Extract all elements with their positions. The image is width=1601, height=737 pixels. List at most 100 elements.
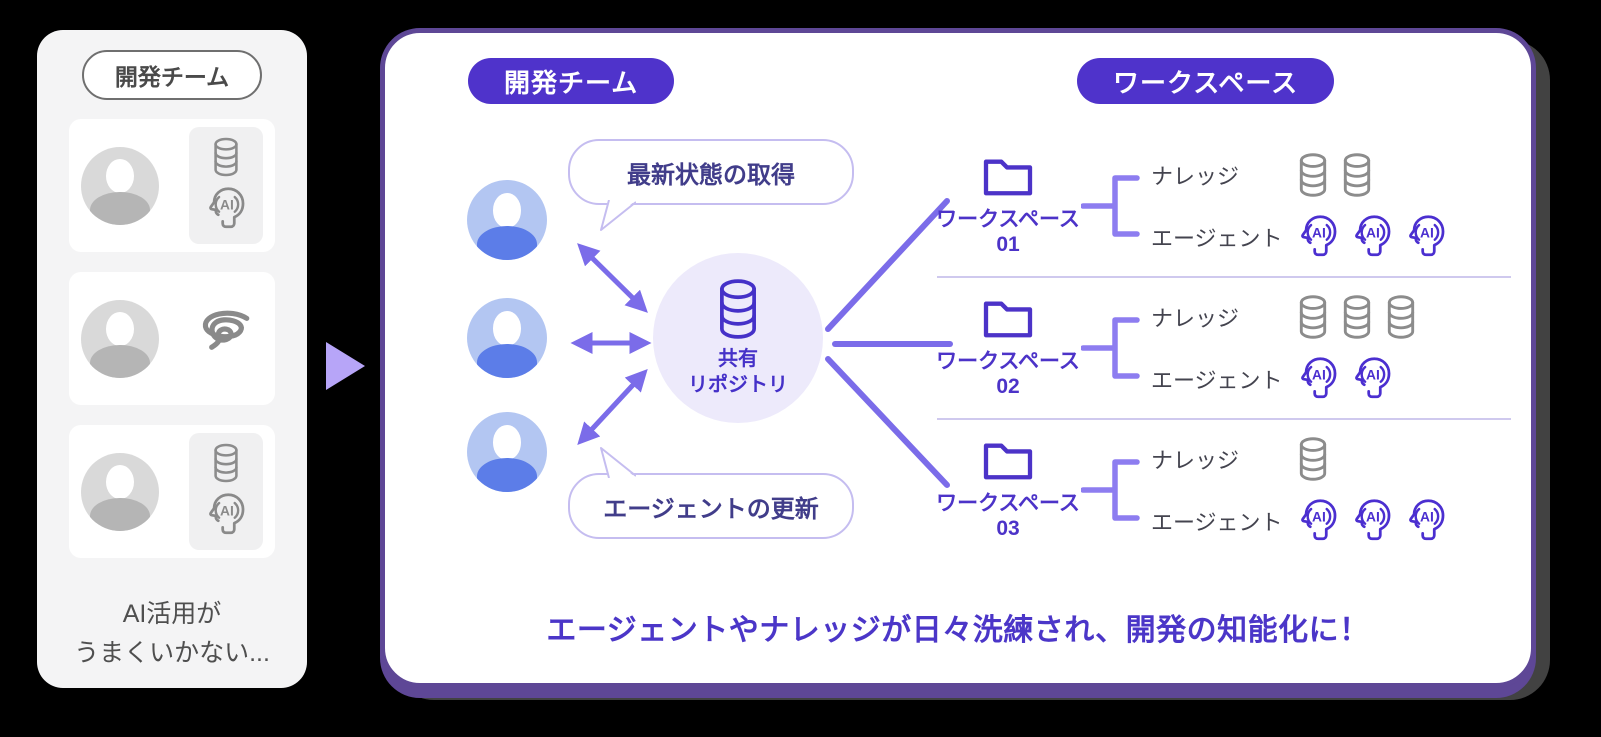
tree-bracket	[1081, 317, 1140, 379]
folder-icon	[983, 443, 1033, 480]
workspace-divider	[937, 418, 1512, 420]
database-icon	[720, 279, 756, 339]
transition-arrow-icon	[326, 342, 365, 390]
developer-card	[69, 272, 275, 405]
dev-team-pill: 開発チーム	[468, 58, 675, 104]
workspace-row: ワークスペース 01 ナレッジ エージェント AI	[936, 136, 1523, 276]
database-icon	[1299, 295, 1327, 339]
developer-avatar	[467, 180, 547, 260]
ai-head-icon: AI	[1301, 357, 1337, 399]
knowledge-label: ナレッジ	[1151, 306, 1240, 331]
ai-head-icon-slot: AI	[203, 184, 249, 234]
workspace-row: ワークスペース 03 ナレッジ エージェント AI AI	[936, 420, 1523, 560]
workspace-tree: ナレッジ エージェント AI AI AI	[1151, 148, 1449, 264]
database-icon	[214, 443, 238, 483]
workspace-folder-block: ワークスペース 03	[936, 439, 1080, 541]
workspace-pill: ワークスペース	[1077, 58, 1335, 104]
database-icon	[1343, 295, 1371, 339]
ai-head-icon: AI	[1409, 215, 1445, 257]
svg-text:AI: AI	[220, 503, 234, 518]
knowledge-label: ナレッジ	[1151, 448, 1240, 473]
workspace-number: 01	[996, 233, 1020, 256]
knowledge-icons	[1295, 152, 1375, 198]
knowledge-icons	[1295, 294, 1419, 340]
agent-label: エージェント	[1151, 510, 1283, 535]
workspace-folder-block: ワークスペース 01	[936, 155, 1080, 257]
tools-subcard: AI	[189, 127, 263, 244]
workspace-name: ワークスペース	[936, 208, 1080, 231]
ai-head-icon: AI	[1301, 499, 1337, 541]
workspace-tree: ナレッジ エージェント AI AI	[1151, 290, 1419, 406]
agent-icons: AI AI AI	[1295, 212, 1449, 262]
team-label-pill: 開発チーム	[82, 50, 262, 100]
database-icon	[1387, 295, 1415, 339]
tree-bracket	[1081, 175, 1140, 237]
svg-text:AI: AI	[1366, 225, 1380, 240]
agent-row: エージェント AI AI AI	[1151, 210, 1449, 264]
tools-subcard: AI	[189, 433, 263, 550]
workspace-tree: ナレッジ エージェント AI AI AI	[1151, 432, 1449, 548]
ai-head-icon: AI	[1355, 499, 1391, 541]
solution-panel: 開発チーム ワークスペース 最新状態の取得 エージェントの更新 共有 リポジトリ	[380, 28, 1536, 688]
folder-icon	[983, 159, 1033, 196]
svg-text:AI: AI	[220, 197, 234, 212]
agent-icons: AI AI	[1295, 354, 1395, 404]
ai-head-icon-slot: AI	[203, 490, 249, 540]
developer-card: AI	[69, 119, 275, 252]
database-icon	[1343, 153, 1371, 197]
update-bubble-text: エージェントの更新	[603, 495, 819, 523]
database-icon-slot	[210, 443, 242, 483]
bubble-tail	[600, 447, 636, 478]
developer-card: AI	[69, 425, 275, 558]
knowledge-icons	[1295, 436, 1331, 482]
benefit-headline: エージェントやナレッジが日々洗練され、開発の知能化に！	[546, 614, 1370, 647]
bubble-tail	[600, 200, 636, 231]
knowledge-label: ナレッジ	[1151, 164, 1240, 189]
agent-label: エージェント	[1151, 226, 1283, 251]
folder-icon	[983, 301, 1033, 338]
ai-head-icon: AI	[1301, 215, 1337, 257]
database-icon-slot	[712, 278, 764, 340]
ai-head-icon: AI	[209, 493, 245, 535]
agent-row: エージェント AI AI AI	[1151, 494, 1449, 548]
svg-text:AI: AI	[1312, 509, 1326, 524]
developer-avatar	[81, 299, 159, 378]
svg-text:AI: AI	[1312, 225, 1326, 240]
workspace-folder-block: ワークスペース 02	[936, 297, 1080, 399]
tangle-icon	[202, 310, 250, 350]
svg-text:AI: AI	[1420, 225, 1434, 240]
problem-caption-line1: AI活用が	[122, 600, 222, 628]
repo-label-line2: リポジトリ	[688, 374, 788, 396]
workspace-divider	[937, 276, 1512, 278]
agent-icons: AI AI AI	[1295, 496, 1449, 546]
fetch-bubble-text: 最新状態の取得	[627, 161, 795, 189]
ai-head-icon: AI	[1355, 357, 1391, 399]
problem-caption: AI活用が うまくいかない...	[74, 595, 270, 673]
database-icon	[1299, 153, 1327, 197]
developer-avatar	[467, 412, 547, 492]
knowledge-row: ナレッジ	[1151, 432, 1449, 486]
developer-avatar	[81, 452, 159, 531]
workspace-name: ワークスペース	[936, 492, 1080, 515]
developer-avatar	[81, 146, 159, 225]
ai-head-icon: AI	[1409, 499, 1445, 541]
workspace-name: ワークスペース	[936, 350, 1080, 373]
developer-avatar	[467, 298, 547, 378]
database-icon-slot	[210, 137, 242, 177]
svg-text:AI: AI	[1366, 367, 1380, 382]
knowledge-row: ナレッジ	[1151, 148, 1449, 202]
update-bubble: エージェントの更新	[568, 447, 854, 539]
agent-row: エージェント AI AI	[1151, 352, 1419, 406]
knowledge-row: ナレッジ	[1151, 290, 1419, 344]
workspace-number: 02	[996, 375, 1020, 398]
agent-label: エージェント	[1151, 368, 1283, 393]
database-icon	[214, 137, 238, 177]
svg-text:AI: AI	[1312, 367, 1326, 382]
ai-head-icon: AI	[1355, 215, 1391, 257]
database-icon	[1299, 437, 1327, 481]
repo-label-line1: 共有	[718, 348, 758, 370]
fetch-bubble: 最新状態の取得	[568, 139, 854, 231]
workspace-number: 03	[996, 517, 1020, 540]
workspace-list: ワークスペース 01 ナレッジ エージェント AI	[936, 136, 1523, 560]
shared-repository: 共有 リポジトリ	[653, 253, 823, 423]
